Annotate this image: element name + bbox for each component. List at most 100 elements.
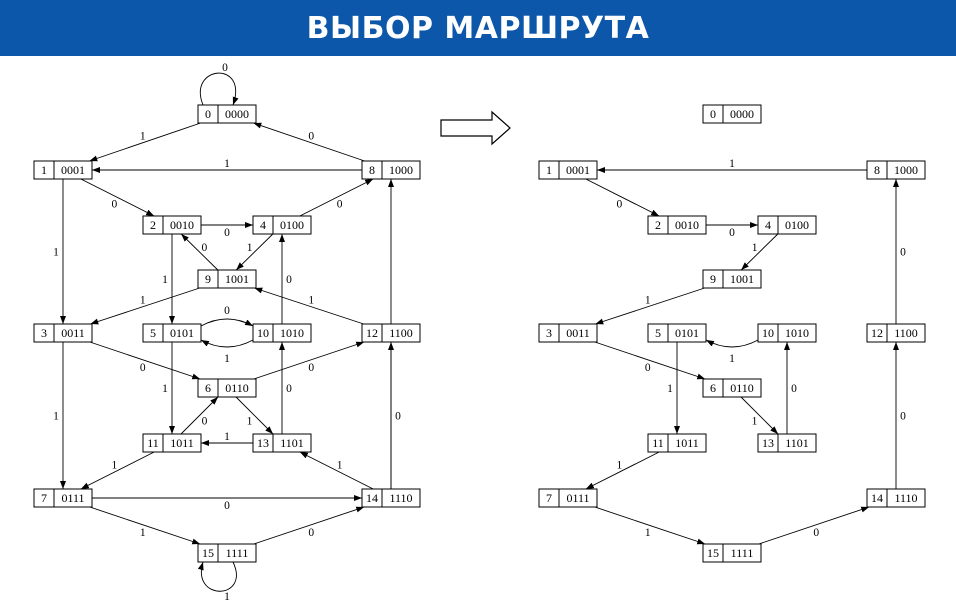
node-box	[702, 543, 762, 563]
edge-label: 1	[224, 431, 230, 443]
node-box	[866, 323, 926, 343]
route-node-12: 12 1100	[866, 323, 926, 343]
node-number: 7	[546, 491, 552, 505]
transition-edge	[89, 341, 201, 380]
edge-label: 0	[813, 527, 819, 539]
node-number: 12	[366, 326, 378, 340]
edge-label: 0	[729, 227, 735, 239]
node-box	[252, 323, 312, 343]
transition-edge	[235, 396, 274, 435]
transition-edge	[594, 506, 706, 545]
transition-edge	[595, 287, 705, 325]
title-banner: ВЫБОР МАРШРУТА	[0, 0, 956, 56]
node-number: 1	[41, 163, 47, 177]
node-number: 1	[546, 163, 552, 177]
node-code: 0101	[675, 326, 699, 340]
node-code: 0010	[170, 218, 194, 232]
node-box	[757, 215, 817, 235]
transition-edge	[585, 451, 660, 490]
transition-edge	[594, 341, 706, 380]
node-code: 0101	[170, 326, 194, 340]
node-number: 5	[150, 326, 156, 340]
node-number: 12	[871, 326, 883, 340]
node-box	[757, 433, 817, 453]
node-code: 1100	[894, 326, 918, 340]
transition-edge	[235, 233, 274, 271]
full-node-5: 5 0101	[142, 323, 202, 343]
edge-label: 1	[224, 158, 230, 170]
edge-label: 0	[222, 62, 228, 74]
node-code: 1010	[785, 326, 809, 340]
node-box	[197, 269, 257, 289]
node-box	[33, 323, 93, 343]
node-number: 13	[762, 436, 774, 450]
edge-label: 0	[140, 362, 146, 374]
transition-edge	[585, 178, 660, 217]
edge-label: 1	[140, 527, 146, 539]
node-box	[33, 160, 93, 180]
node-number: 9	[710, 272, 716, 286]
transition-edge	[253, 341, 365, 380]
edge-label: 1	[752, 242, 758, 254]
page-title: ВЫБОР МАРШРУТА	[306, 10, 650, 46]
node-box	[197, 378, 257, 398]
route-diagram: 0101010101011001010101010101010100000100…	[33, 62, 926, 603]
node-number: 9	[205, 272, 211, 286]
node-number: 6	[205, 381, 211, 395]
node-box	[361, 488, 421, 508]
edge-label: 1	[247, 415, 253, 427]
route-node-7: 7 0111	[538, 488, 598, 508]
edge-label: 1	[53, 247, 59, 259]
node-code: 0111	[566, 491, 589, 505]
edge-label: 0	[616, 199, 622, 211]
edge-label: 0	[645, 362, 651, 374]
node-box	[647, 215, 707, 235]
edge-label: 0	[308, 130, 314, 142]
edge-label: 0	[308, 362, 314, 374]
node-number: 8	[874, 163, 880, 177]
node-code: 0001	[61, 163, 85, 177]
full-graph: 0101010101011001010101010101010100000100…	[33, 62, 421, 603]
transition-edge	[89, 506, 201, 545]
transition-edge	[740, 396, 779, 435]
node-code: 1001	[730, 272, 754, 286]
node-number: 6	[710, 381, 716, 395]
diagram-area: 0101010101011001010101010101010100000100…	[0, 56, 956, 608]
transition-arrow	[440, 110, 511, 146]
node-code: 0000	[730, 107, 754, 121]
node-box	[702, 104, 762, 124]
node-code: 1110	[894, 491, 917, 505]
edge-label: 1	[111, 459, 117, 471]
edge-label: 1	[53, 411, 59, 423]
node-number: 3	[546, 326, 552, 340]
node-box	[197, 104, 257, 124]
transition-edge	[200, 318, 254, 327]
node-number: 0	[710, 107, 716, 121]
transition-edge	[89, 122, 201, 162]
node-code: 1101	[785, 436, 809, 450]
node-box	[538, 488, 598, 508]
edge-label: 1	[308, 294, 314, 306]
edge-label: 0	[900, 411, 906, 423]
node-code: 1110	[389, 491, 412, 505]
transition-edge	[758, 506, 870, 545]
node-code: 1100	[389, 326, 413, 340]
transition-edge	[253, 506, 365, 545]
node-number: 3	[41, 326, 47, 340]
edge-label: 1	[645, 527, 651, 539]
edge-label: 1	[224, 353, 230, 365]
transition-edge	[200, 339, 254, 348]
node-code: 1010	[280, 326, 304, 340]
edge-label: 1	[247, 242, 253, 254]
